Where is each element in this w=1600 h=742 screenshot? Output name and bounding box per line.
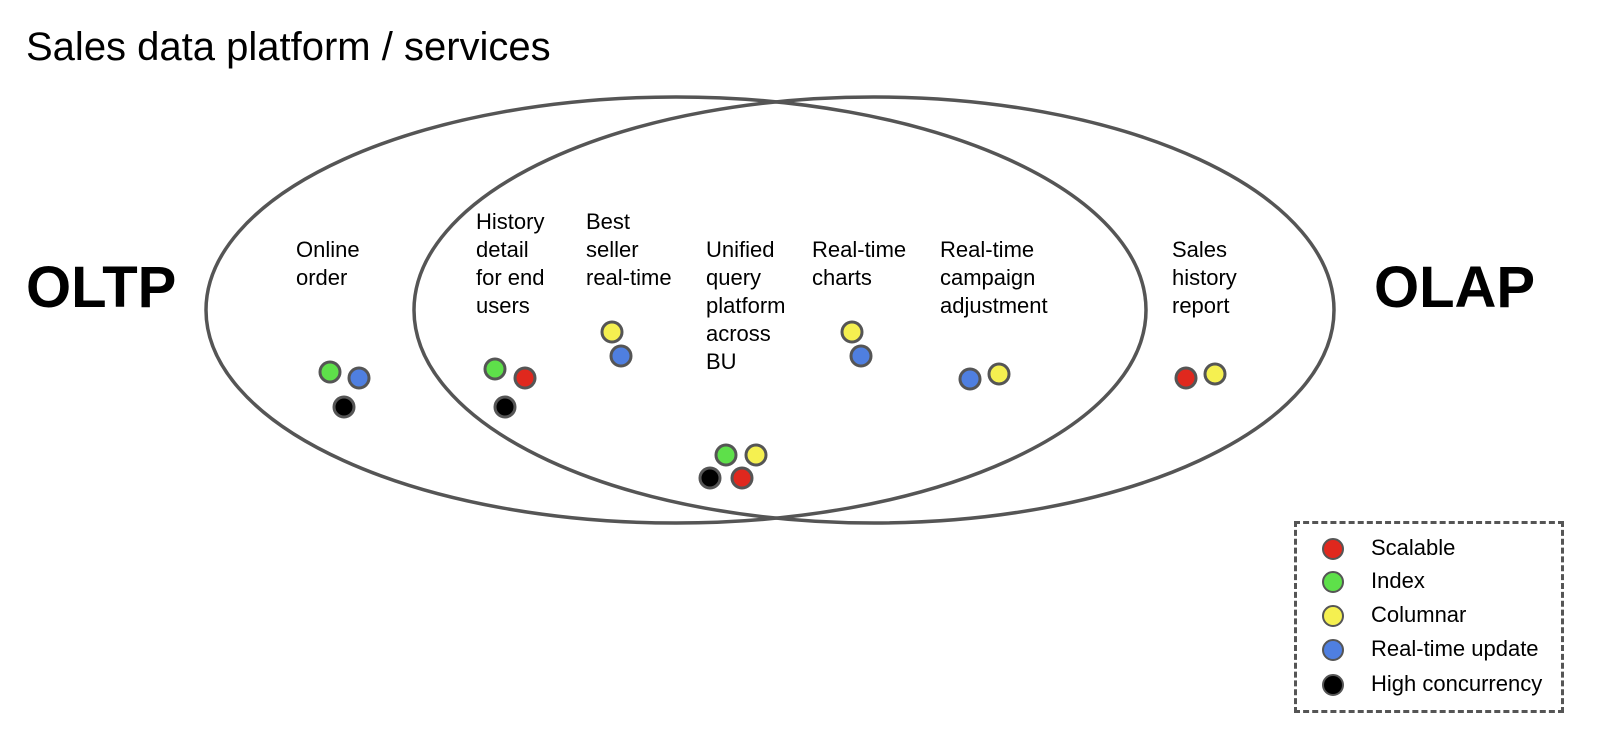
legend-dot <box>1322 639 1344 661</box>
legend-item-columnar: Columnar <box>1297 601 1559 631</box>
service-label-line: report <box>1172 293 1230 318</box>
real-time-update-dot <box>347 366 371 390</box>
high-concurrency-dot <box>493 395 517 419</box>
service-label-line: history <box>1172 265 1237 290</box>
scalable-dot <box>730 466 754 490</box>
legend-dot <box>1322 571 1344 593</box>
legend-label: Real-time update <box>1371 636 1539 661</box>
page-title: Sales data platform / services <box>26 25 551 69</box>
service-label: Sales history report <box>1172 236 1237 320</box>
oltp-label: OLTP <box>26 255 177 320</box>
service-label-line: Online <box>296 237 360 262</box>
service-label-line: query <box>706 265 762 290</box>
legend-label: Scalable <box>1371 535 1456 560</box>
service-label-line: for end <box>476 265 545 290</box>
scalable-dot <box>1174 366 1198 390</box>
service-label-line: Sales <box>1172 237 1228 262</box>
service-label-line: order <box>296 265 348 290</box>
service-label: Online order <box>296 236 360 292</box>
legend-label: Index <box>1371 568 1425 593</box>
service-label-line: Best <box>586 209 631 234</box>
service-label-line: users <box>476 293 530 318</box>
service-label: Best seller real-time <box>586 208 672 292</box>
columnar-dot <box>1203 362 1227 386</box>
service-label: Real-time charts <box>812 236 906 292</box>
index-dot <box>714 443 738 467</box>
service-label-line: BU <box>706 349 737 374</box>
service-label-line: platform <box>706 293 786 318</box>
index-dot <box>483 357 507 381</box>
scalable-dot <box>513 366 537 390</box>
real-time-update-dot <box>609 344 633 368</box>
real-time-update-dot <box>849 344 873 368</box>
service-label-line: adjustment <box>940 293 1048 318</box>
legend-item-high-concurrency: High concurrency <box>1297 670 1559 700</box>
service-label-line: Real-time <box>812 237 907 262</box>
columnar-dot <box>840 320 864 344</box>
service-label: Real-time campaign adjustment <box>940 236 1048 320</box>
service-label-line: across <box>706 321 771 346</box>
legend-item-index: Index <box>1297 567 1559 597</box>
legend-item-real-time-update: Real-time update <box>1297 635 1559 665</box>
olap-ellipse <box>412 95 1336 525</box>
columnar-dot <box>600 320 624 344</box>
legend-label: Columnar <box>1371 602 1467 627</box>
legend-dot <box>1322 538 1344 560</box>
service-label-line: seller <box>586 237 639 262</box>
legend-label: High concurrency <box>1371 671 1543 696</box>
service-label-line: detail <box>476 237 529 262</box>
high-concurrency-dot <box>332 395 356 419</box>
service-label-line: History <box>476 209 545 234</box>
real-time-update-dot <box>958 367 982 391</box>
service-label-line: charts <box>812 265 872 290</box>
service-label-line: Real-time <box>940 237 1035 262</box>
index-dot <box>318 360 342 384</box>
service-label-line: campaign <box>940 265 1036 290</box>
columnar-dot <box>744 443 768 467</box>
service-label-line: real-time <box>586 265 672 290</box>
legend-item-scalable: Scalable <box>1297 534 1559 564</box>
oltp-ellipse <box>204 95 1148 525</box>
high-concurrency-dot <box>698 466 722 490</box>
feature-dots <box>318 320 1227 490</box>
columnar-dot <box>987 362 1011 386</box>
olap-label: OLAP <box>1374 255 1536 320</box>
legend-dot <box>1322 605 1344 627</box>
service-label-line: Unified <box>706 237 775 262</box>
legend-dot <box>1322 674 1344 696</box>
service-label: History detail for end users <box>476 208 545 320</box>
